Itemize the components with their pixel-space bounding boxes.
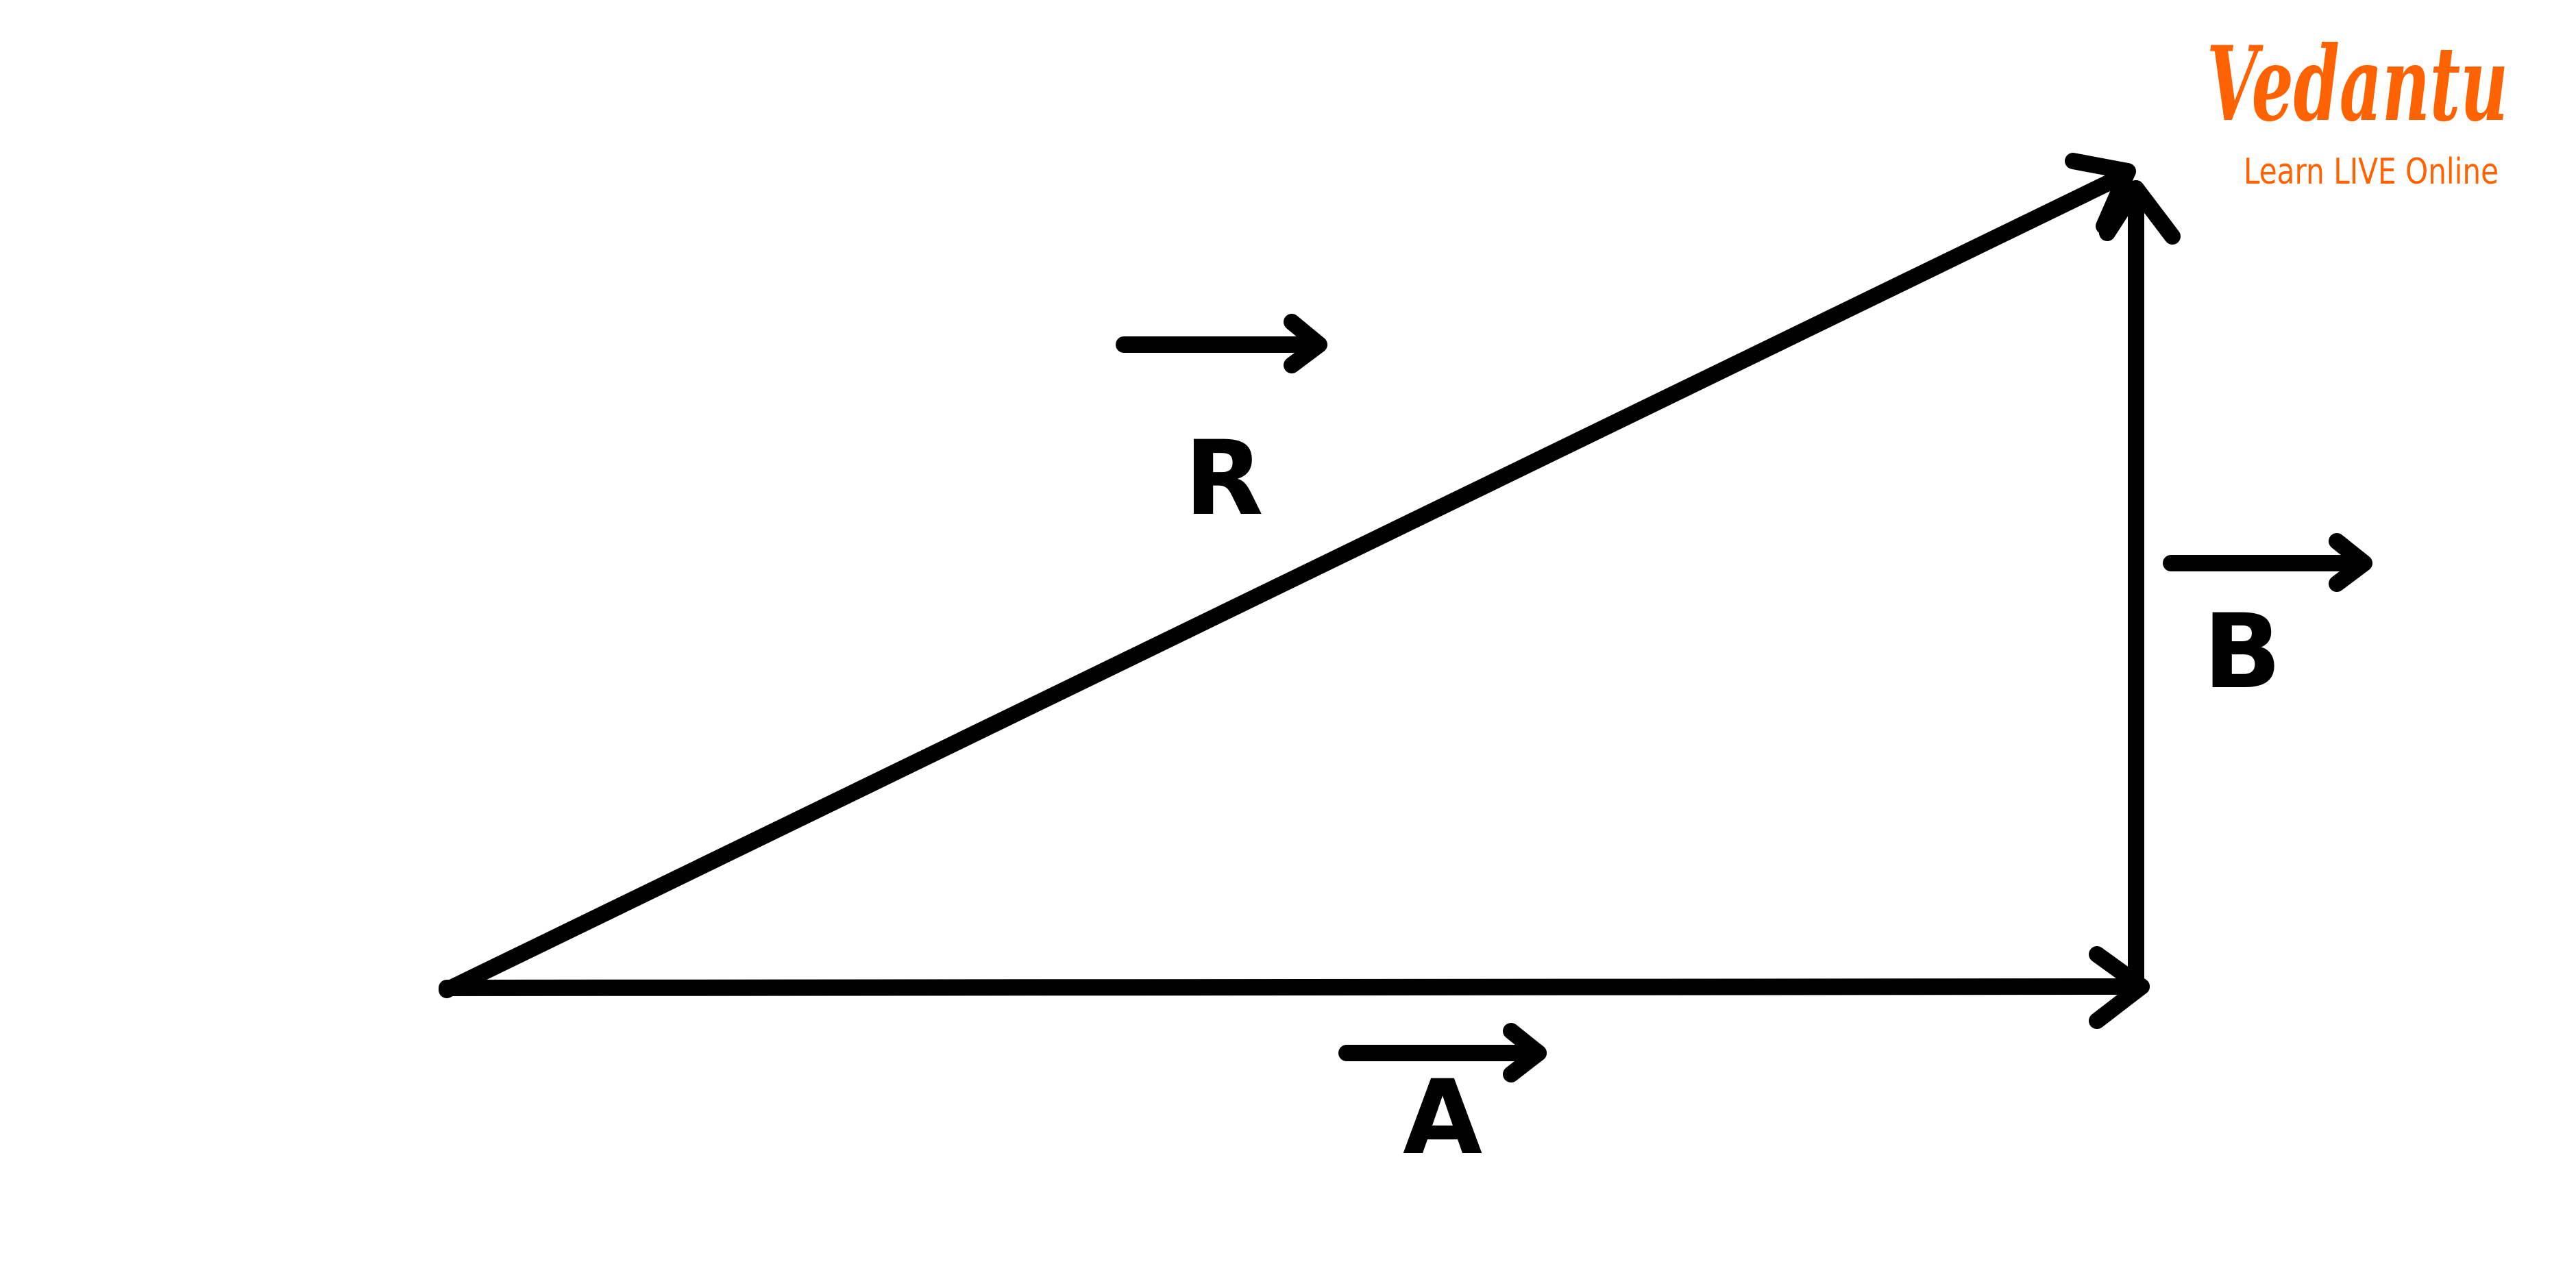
r-overbar-arrow — [1116, 314, 1327, 373]
vector-r-arrow — [439, 153, 2136, 998]
a-overbar-arrow — [1338, 1023, 1547, 1082]
label-a: A — [1403, 1058, 1482, 1178]
b-overbar-arrow — [2163, 533, 2372, 592]
label-b: B — [2203, 593, 2281, 712]
label-r: R — [1184, 419, 1264, 538]
vector-b-arrow — [2099, 180, 2181, 995]
vector-a-arrow — [439, 946, 2150, 1029]
vedantu-logo: Vedantu Learn LIVE Online — [2207, 24, 2508, 193]
logo-tagline: Learn LIVE Online — [2244, 151, 2499, 193]
logo-wordmark: Vedantu — [2207, 24, 2508, 145]
